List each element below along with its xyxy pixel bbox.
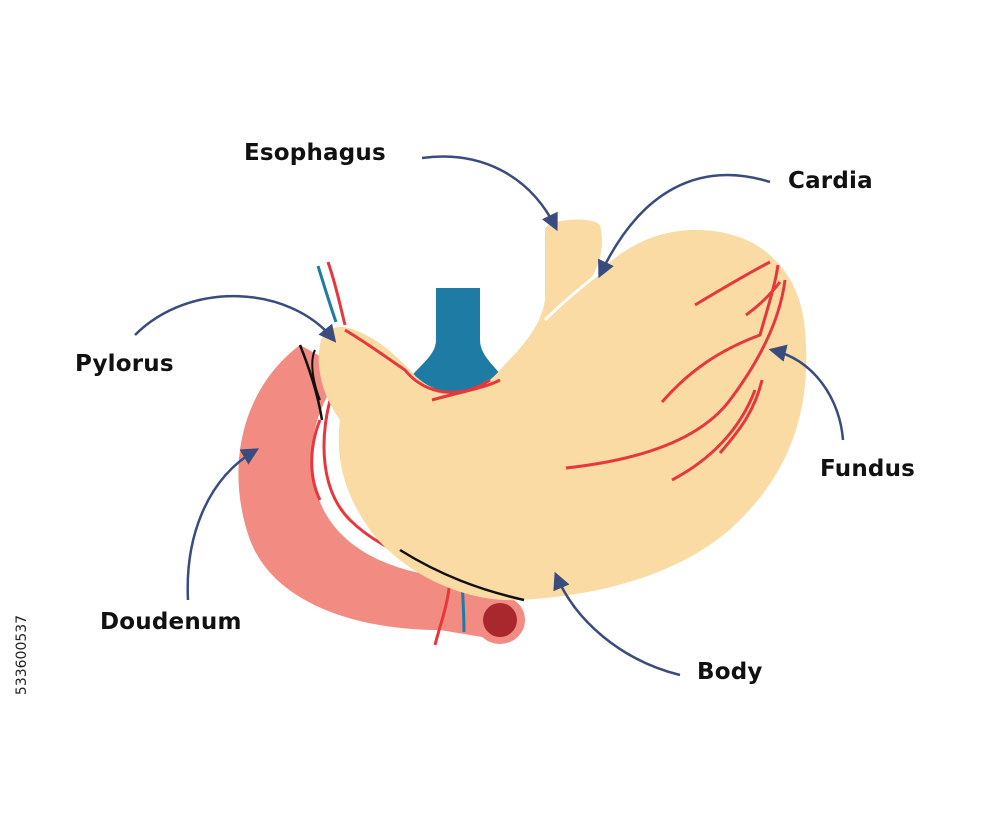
artery-top-left bbox=[326, 261, 347, 326]
duodenum-outline bbox=[298, 344, 324, 421]
fundus-artery-6 bbox=[745, 281, 782, 317]
fundus-artery-2 bbox=[694, 260, 771, 307]
fundus-artery-5 bbox=[718, 379, 764, 454]
esophagus-pointer-arrow bbox=[421, 155, 558, 232]
stomach-shape bbox=[318, 219, 807, 601]
lesser-curvature-artery-2 bbox=[431, 378, 501, 402]
pylorus-outline bbox=[311, 349, 321, 401]
cardia-label: Cardia bbox=[788, 168, 873, 194]
esophagus-label: Esophagus bbox=[244, 140, 386, 166]
duodenum-pointer-arrow bbox=[186, 448, 260, 601]
duodenum-lumen bbox=[483, 603, 517, 637]
gastroepiploic-artery-branch bbox=[310, 419, 322, 501]
stock-image-id-text: 533600537 bbox=[14, 614, 30, 696]
vein-top-left bbox=[316, 265, 338, 323]
stock-image-id: 533600537 bbox=[14, 595, 30, 715]
duodenum-tube bbox=[238, 345, 512, 640]
fundus-label: Fundus bbox=[820, 456, 916, 482]
fundus-artery-3 bbox=[660, 264, 780, 403]
duodenum-label: Doudenum bbox=[100, 609, 242, 635]
fundus-artery-4 bbox=[671, 389, 757, 482]
central-blue-vessel bbox=[410, 288, 505, 402]
fundus-pointer-arrow bbox=[768, 344, 845, 441]
stomach-lower-outline bbox=[399, 548, 525, 602]
pylorus-label: Pylorus bbox=[75, 351, 174, 377]
cardia-pointer-arrow bbox=[598, 173, 771, 279]
pylorus-pointer-arrow bbox=[134, 295, 337, 343]
cardia-highlight bbox=[543, 272, 599, 322]
fundus-artery-1 bbox=[565, 279, 787, 470]
body-pointer-arrow bbox=[553, 571, 681, 677]
body-label: Body bbox=[697, 659, 763, 685]
